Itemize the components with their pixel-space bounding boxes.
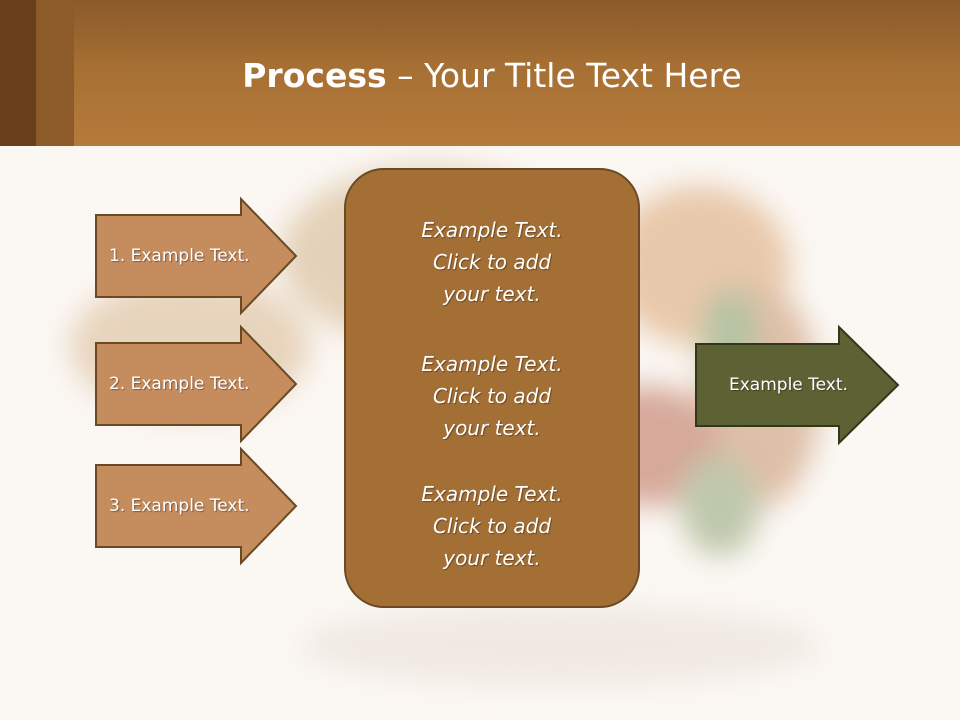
center-text-line: Click to add <box>432 384 552 408</box>
title-bar: Process – Your Title Text Here <box>0 0 960 146</box>
result-arrow-label: Example Text. <box>729 375 848 395</box>
step-arrow-label: 3. Example Text. <box>109 496 250 516</box>
step-arrow-2[interactable]: 2. Example Text. <box>95 324 298 444</box>
center-text-line: Example Text. <box>421 482 563 506</box>
center-text-block-1: Example Text. Click to add your text. <box>346 214 638 310</box>
center-text-line: Click to add <box>432 514 552 538</box>
slide-title[interactable]: Process – Your Title Text Here <box>0 56 960 96</box>
step-arrow-label: 2. Example Text. <box>109 374 250 394</box>
center-text-line: Click to add <box>432 250 552 274</box>
center-text-block-2: Example Text. Click to add your text. <box>346 348 638 444</box>
center-text-line: Example Text. <box>421 218 563 242</box>
header-stripe-medium <box>36 0 74 146</box>
center-text-box[interactable]: Example Text. Click to add your text. Ex… <box>344 168 640 608</box>
center-text-block-3: Example Text. Click to add your text. <box>346 478 638 574</box>
center-text-line: your text. <box>443 282 541 306</box>
center-text-line: your text. <box>443 416 541 440</box>
center-text-line: your text. <box>443 546 541 570</box>
step-arrow-1[interactable]: 1. Example Text. <box>95 196 298 316</box>
arrow-shape <box>695 324 900 446</box>
title-bold-text: Process <box>242 56 387 95</box>
arrow-shape <box>95 324 298 444</box>
arrow-shape <box>95 446 298 566</box>
step-arrow-3[interactable]: 3. Example Text. <box>95 446 298 566</box>
result-arrow[interactable]: Example Text. <box>695 324 900 446</box>
step-arrow-label: 1. Example Text. <box>109 246 250 266</box>
header-stripe-dark <box>0 0 36 146</box>
center-text-line: Example Text. <box>421 352 563 376</box>
title-rest-text: – Your Title Text Here <box>386 56 742 95</box>
arrow-shape <box>95 196 298 316</box>
